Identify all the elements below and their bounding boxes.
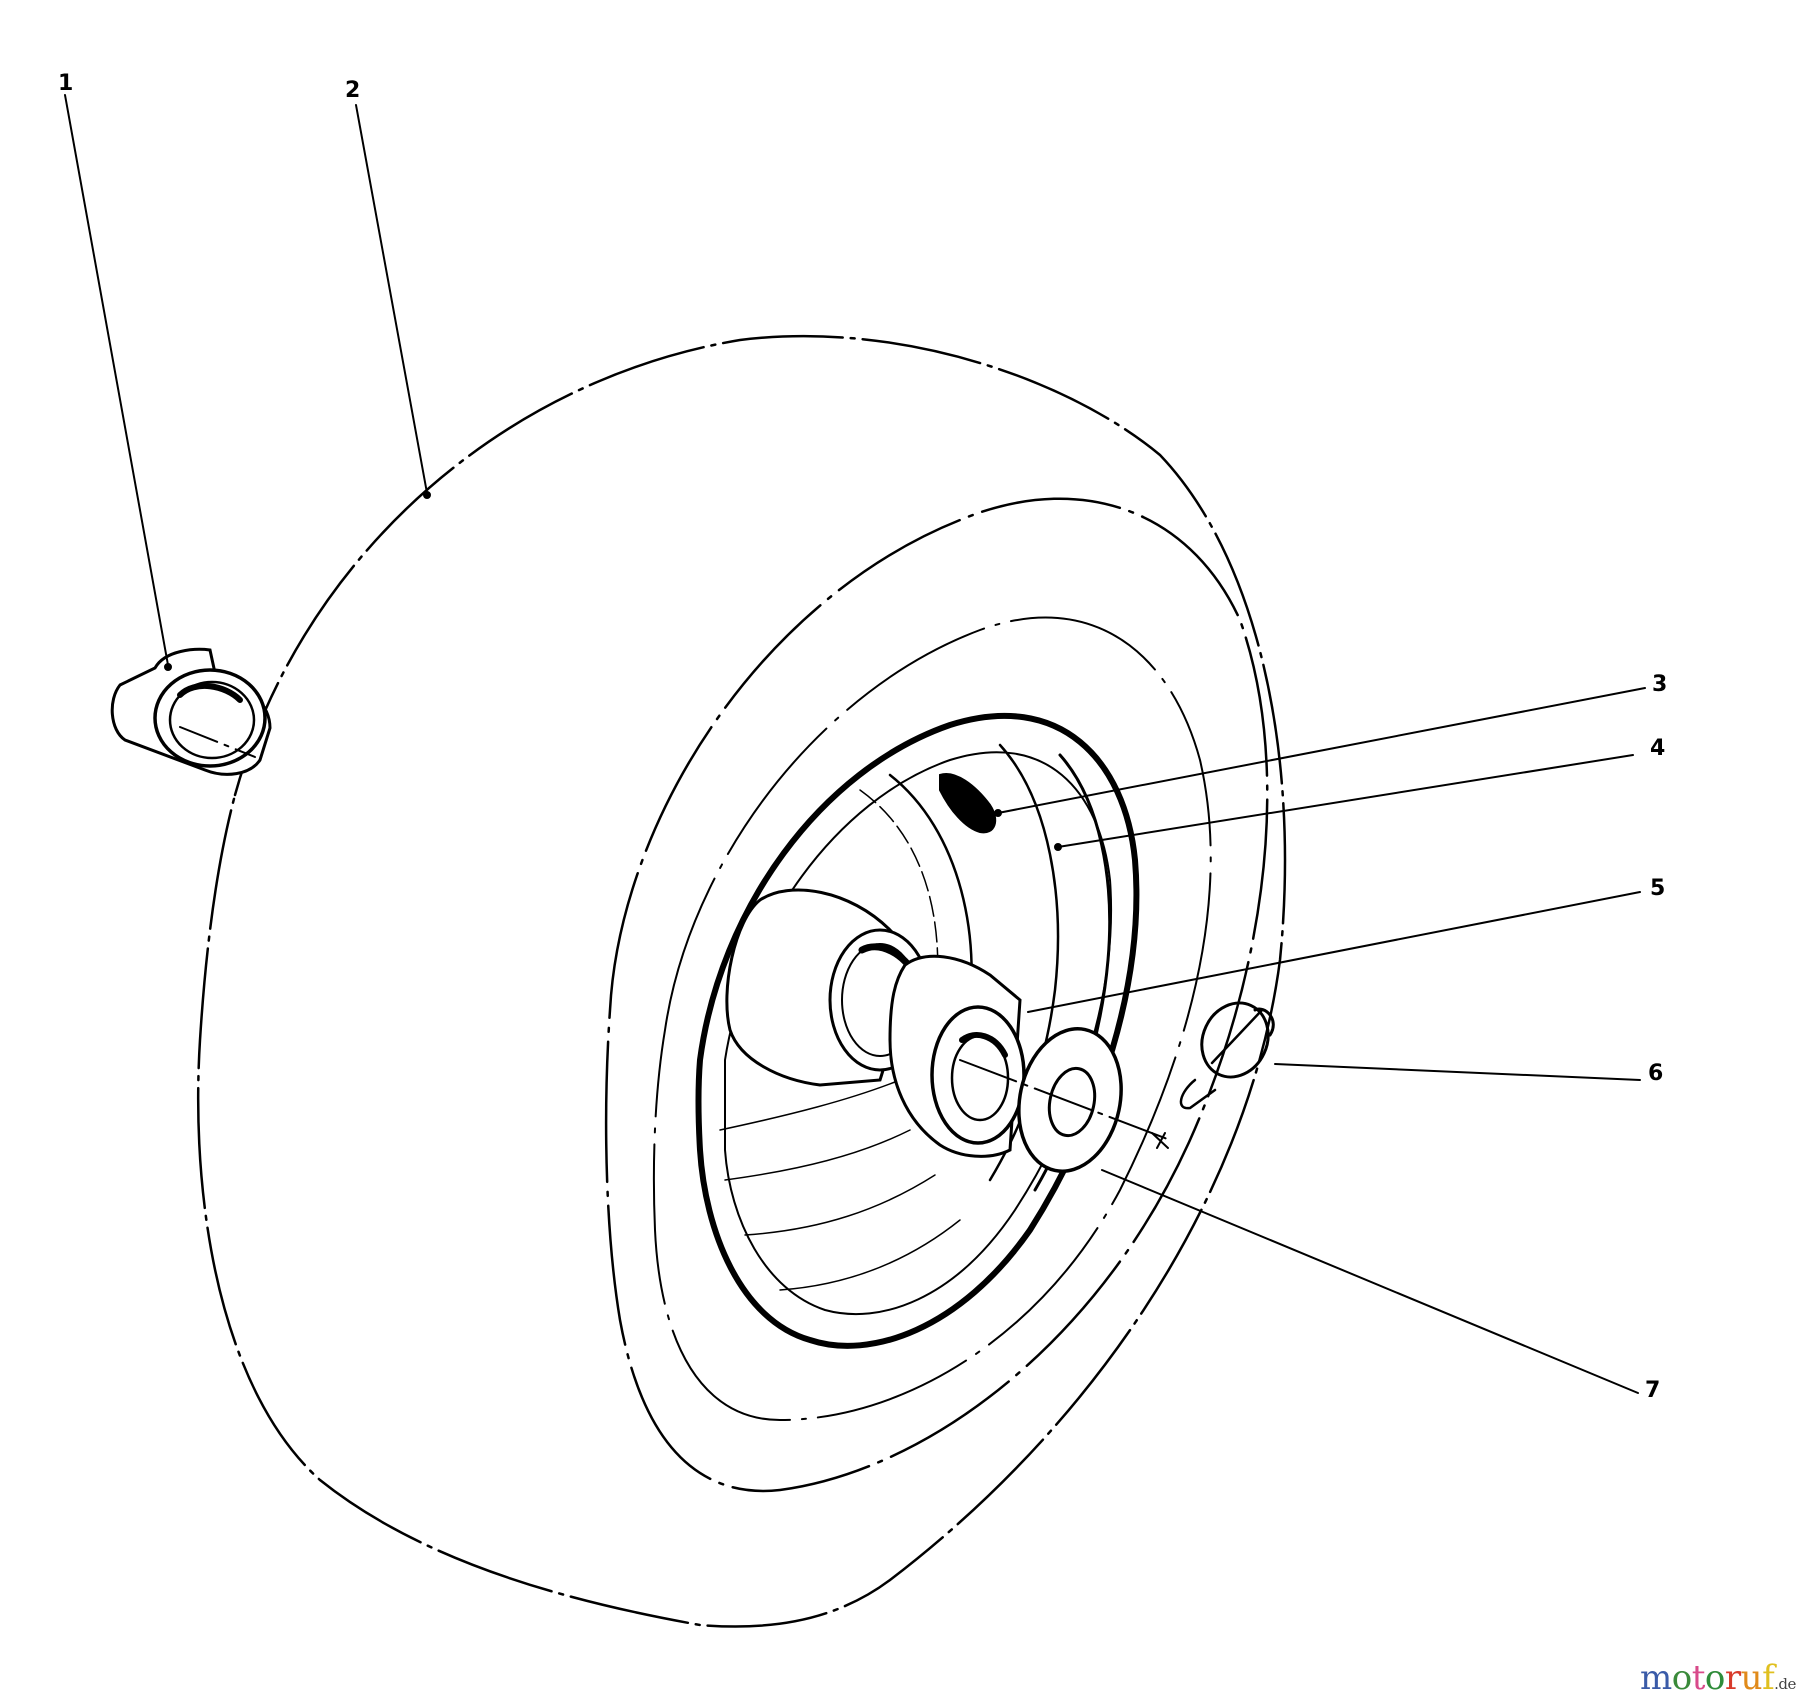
bushing (110, 647, 272, 776)
watermark-letter: o (1704, 1658, 1725, 1698)
watermark-letter: m (1640, 1658, 1672, 1698)
watermark-letter: u (1740, 1658, 1763, 1698)
callout-7: 7 (1645, 1378, 1661, 1403)
callout-6: 6 (1648, 1061, 1664, 1086)
watermark-letter: f (1762, 1658, 1775, 1698)
watermark-letter: o (1671, 1658, 1692, 1698)
hub-bushing (888, 954, 1026, 1158)
washer (1017, 1027, 1123, 1173)
watermark-tld: .de (1774, 1675, 1796, 1693)
watermark-letter: t (1691, 1658, 1706, 1698)
callout-2: 2 (345, 78, 361, 103)
motoruf-watermark: motoruf.de (1640, 1658, 1796, 1698)
callout-3: 3 (1652, 672, 1668, 697)
leader-lines (64, 94, 1646, 1394)
callout-4: 4 (1650, 736, 1666, 761)
callout-5: 5 (1650, 876, 1666, 901)
assembly-axis (179, 726, 1171, 1149)
callout-1: 1 (58, 71, 74, 96)
rim (695, 712, 1140, 1349)
hairpin-cotter (1179, 1001, 1275, 1110)
watermark-letter: r (1724, 1658, 1741, 1698)
